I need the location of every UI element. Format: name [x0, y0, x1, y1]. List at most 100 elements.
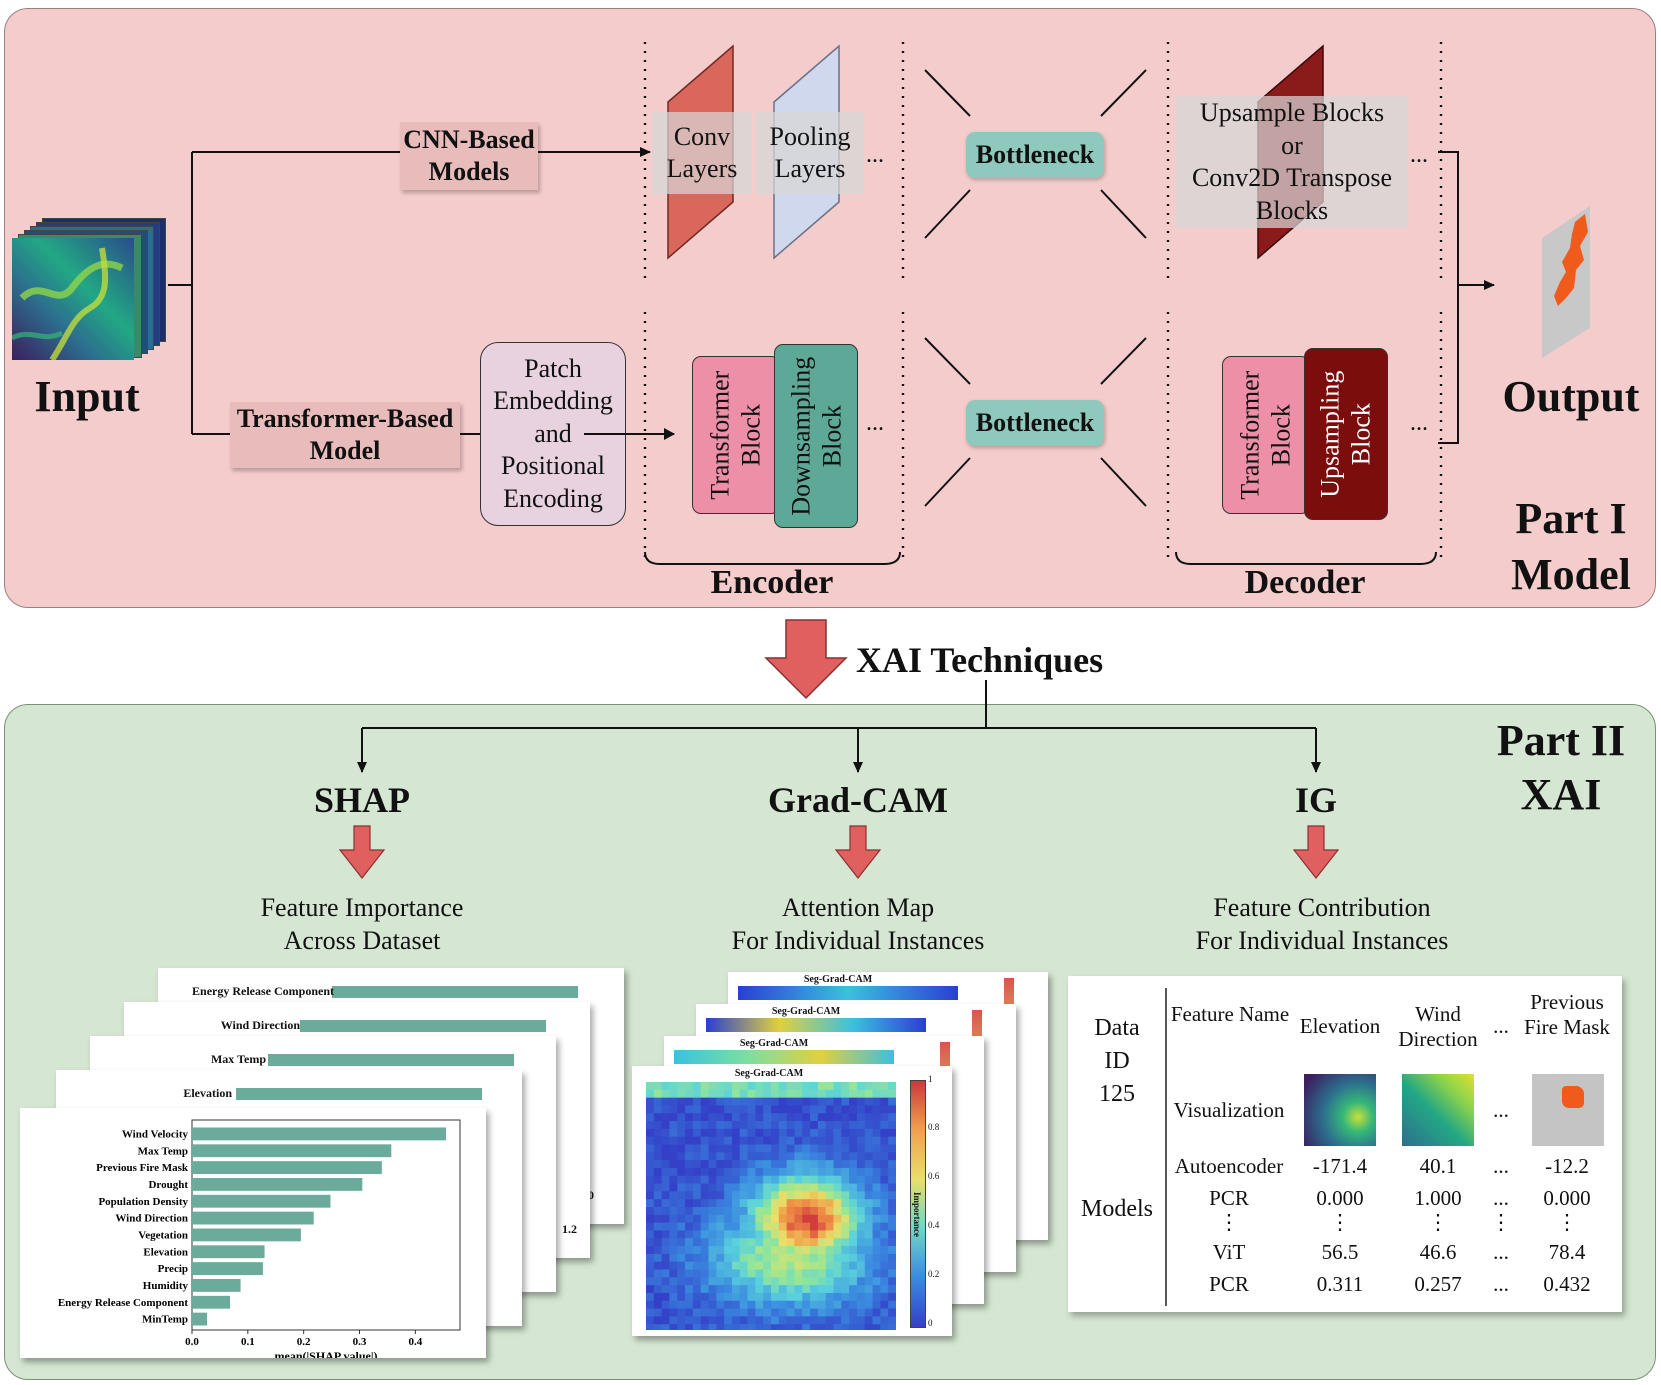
heatmap-cell [786, 1238, 795, 1247]
heatmap-cell [817, 1089, 827, 1099]
shap-feature-label: MinTemp [142, 1314, 188, 1326]
heatmap-cell [747, 1300, 756, 1309]
heatmap-cell [685, 1316, 694, 1325]
heatmap-cell [802, 1253, 811, 1263]
colorbar-label: Importance [912, 1192, 922, 1237]
heatmap-cell [778, 1269, 788, 1278]
heatmap-cell [864, 1089, 873, 1099]
heatmap-cell [864, 1238, 873, 1247]
heatmap-cell [817, 1308, 827, 1317]
heatmap-cell [833, 1246, 842, 1255]
heatmap-cell [763, 1300, 772, 1309]
heatmap-cell [810, 1175, 819, 1184]
data-id-line1: Data [1094, 1015, 1140, 1041]
heatmap-cell [888, 1277, 896, 1286]
gradcam-card-strip [674, 1050, 894, 1064]
heatmap-cell [841, 1199, 850, 1208]
heatmap-cell [739, 1214, 748, 1224]
heatmap-cell [817, 1285, 827, 1294]
heatmap-cell [731, 1183, 741, 1192]
heatmap-cell [646, 1214, 655, 1224]
heatmap-cell [771, 1261, 780, 1270]
heatmap-cell [802, 1113, 811, 1122]
shap-bar [192, 1228, 301, 1242]
heatmap-cell [786, 1277, 795, 1286]
heatmap-cell [872, 1324, 881, 1330]
ig-value-cell: 0.000 [1543, 1186, 1591, 1210]
heatmap-cell [724, 1277, 733, 1286]
heatmap-cell [872, 1144, 881, 1153]
heatmap-cell [763, 1207, 772, 1216]
heatmap-cell [771, 1167, 780, 1177]
ig-desc-line1: Feature Contribution [1213, 893, 1431, 922]
heatmap-cell [864, 1277, 873, 1286]
heatmap-cell [661, 1128, 670, 1138]
heatmap-cell [692, 1261, 702, 1270]
heatmap-cell [786, 1113, 795, 1122]
heatmap-cell [731, 1324, 741, 1330]
heatmap-cell [747, 1324, 756, 1330]
heatmap-cell [825, 1191, 834, 1200]
heatmap-cell [841, 1222, 850, 1231]
heatmap-cell [833, 1144, 842, 1153]
heatmap-cell [653, 1097, 663, 1106]
heatmap-cell [833, 1285, 842, 1294]
ellipsis-cnn-decoder: ... [1410, 142, 1428, 168]
gradcam-card-title: Seg-Grad-CAM [803, 974, 873, 985]
heatmap-cell [817, 1113, 827, 1122]
heatmap-cell [755, 1144, 764, 1153]
heatmap-cell [661, 1152, 670, 1161]
heatmap-cell [841, 1136, 850, 1145]
heatmap-cell [669, 1253, 678, 1263]
heatmap-cell [724, 1105, 733, 1114]
heatmap-cell [794, 1105, 803, 1114]
heatmap-cell [802, 1082, 811, 1091]
heatmap-cell [724, 1191, 733, 1200]
heatmap-cell [747, 1308, 756, 1317]
heatmap-cell [778, 1285, 788, 1294]
shap-arrow [338, 825, 386, 879]
heatmap-cell [872, 1191, 881, 1200]
heatmap-cell [661, 1167, 670, 1177]
heatmap-cell [833, 1277, 842, 1286]
heatmap-cell [810, 1082, 819, 1091]
heatmap-cell [763, 1238, 772, 1247]
heatmap-cell [880, 1308, 889, 1317]
heatmap-cell [833, 1167, 842, 1177]
heatmap-cell [763, 1253, 772, 1263]
heatmap-cell [692, 1152, 702, 1161]
heatmap-cell [755, 1160, 764, 1169]
heatmap-cell [747, 1097, 756, 1106]
heatmap-cell [864, 1292, 873, 1302]
heatmap-cell [778, 1082, 788, 1091]
heatmap-cell [825, 1222, 834, 1231]
heatmap-cell [864, 1183, 873, 1192]
heatmap-cell [786, 1160, 795, 1169]
heatmap-cell [856, 1136, 866, 1145]
heatmap-cell [685, 1144, 694, 1153]
encoder-label: Encoder [710, 564, 834, 601]
heatmap-cell [739, 1136, 748, 1145]
heatmap-cell [708, 1253, 717, 1263]
ig-value-cell: ... [1493, 1272, 1509, 1296]
fire-mask-thumbnail [1532, 1074, 1604, 1146]
heatmap-cell [716, 1113, 725, 1122]
method-gradcam: Grad-CAM [768, 780, 948, 820]
heatmap-cell [888, 1199, 896, 1208]
ig-description: Feature Contribution For Individual Inst… [1172, 892, 1472, 957]
heatmap-cell [880, 1128, 889, 1138]
heatmap-cell [849, 1144, 858, 1153]
heatmap-cell [685, 1238, 694, 1247]
heatmap-cell [669, 1097, 678, 1106]
heatmap-cell [778, 1144, 788, 1153]
heatmap-cell [888, 1082, 896, 1091]
heatmap-cell [825, 1300, 834, 1309]
ups-line1: Upsample Blocks [1199, 98, 1385, 127]
heatmap-cell [856, 1207, 866, 1216]
heatmap-cell [778, 1238, 788, 1247]
ig-value-cell: 0.432 [1543, 1272, 1591, 1296]
patch-line2: Embedding [493, 386, 613, 416]
heatmap-cell [763, 1324, 772, 1330]
heatmap-cell [653, 1152, 663, 1161]
